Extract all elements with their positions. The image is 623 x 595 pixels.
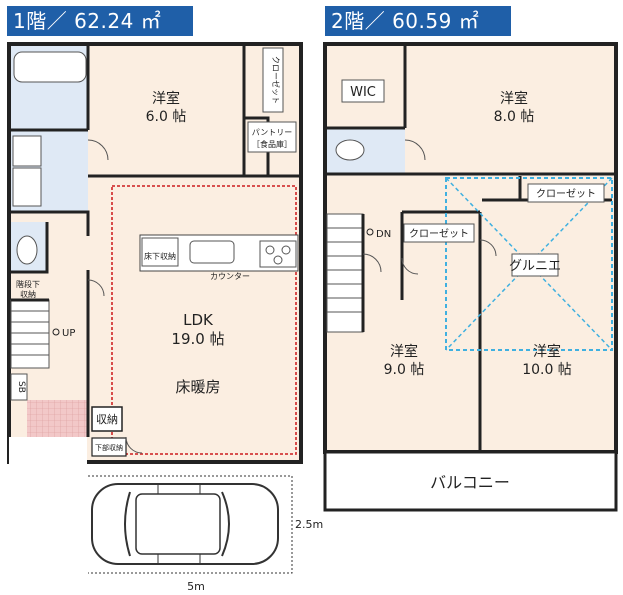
floor2-closet-1-box <box>403 223 475 243</box>
floor2-closet-2-label: クローゼット <box>536 188 596 200</box>
floor2-closet-2-box <box>527 183 605 203</box>
floor2-closet-1-label: クローゼット <box>409 228 469 240</box>
floor1-closet-label: クローゼット <box>271 56 281 104</box>
entrance-porch <box>9 437 87 464</box>
pantry-box <box>247 121 297 153</box>
floor2-dn-label: DN <box>376 229 391 240</box>
parking-depth-label: 2.5m <box>295 518 323 531</box>
floor2-toilet <box>335 139 365 161</box>
floor2-western-room-1-size: 8.0 帖 <box>494 109 535 125</box>
floor1-western-room-size: 6.0 帖 <box>146 109 187 125</box>
floor-heating-border <box>111 185 297 455</box>
floor2-western-room-2-size: 9.0 帖 <box>384 362 425 378</box>
floor2-walls <box>327 44 616 452</box>
floor2-base <box>323 42 618 454</box>
floor1-underfloor-storage-label: 床下収納 <box>144 251 176 261</box>
shoe-box <box>10 373 28 401</box>
bathtub <box>13 51 87 83</box>
wic-box <box>341 79 385 103</box>
washing-machine <box>12 167 42 207</box>
grenier-area <box>445 177 613 351</box>
stairs-floor2 <box>326 213 364 333</box>
floor1-title: 1階／ 62.24 ㎡ <box>7 6 193 36</box>
floor2-western-room-3-size: 10.0 帖 <box>522 362 572 378</box>
toilet <box>16 235 38 265</box>
car-icon <box>91 483 279 565</box>
parking-area <box>88 475 293 574</box>
floor1-storage-label: 収納 <box>96 413 118 426</box>
floor1-counter-label: カウンター <box>210 272 250 281</box>
floor1-stair-storage-label-2: 収納 <box>20 289 36 299</box>
floor1-ldk-size: 19.0 帖 <box>171 330 224 348</box>
floor1-up-label: UP <box>62 328 75 339</box>
floor2-balcony-label: バルコニー <box>430 473 510 492</box>
sink <box>189 240 235 264</box>
floor2-western-room-1-name: 洋室 <box>500 90 528 107</box>
floor1-lower-storage-label: 下部収納 <box>95 443 123 452</box>
floor1-ldk-name: LDK <box>183 311 214 329</box>
floor1-walls <box>11 44 301 437</box>
stairs-floor1 <box>10 299 50 369</box>
floor2-western-room-2-name: 洋室 <box>390 343 418 360</box>
floor2-wic-label: WIC <box>350 85 376 100</box>
dn-marker <box>366 228 374 236</box>
floor1-doors <box>87 139 143 454</box>
genkan-tile <box>27 400 87 437</box>
closet-vertical-box <box>262 47 284 113</box>
floor2-doors <box>362 139 497 275</box>
floor2-western-room-3-name: 洋室 <box>533 343 561 360</box>
floor1-plan <box>7 42 303 464</box>
washstand <box>12 135 42 167</box>
underfloor-storage-box <box>141 237 179 267</box>
floor1-pantry-label-2: ［食品庫］ <box>252 139 292 149</box>
floor2-title: 2階／ 60.59 ㎡ <box>325 6 511 36</box>
balcony <box>323 450 618 512</box>
floor1-pantry-label: パントリー <box>252 128 292 137</box>
floor1-sb-label: SB <box>16 381 26 393</box>
floor1-stair-storage-label: 階段下 <box>16 279 40 289</box>
storage-box <box>91 406 123 432</box>
grenier-label-box <box>511 253 559 277</box>
parking-width-label: 5m <box>187 580 205 593</box>
floor2-plan <box>323 42 618 512</box>
lower-storage-box <box>91 437 127 457</box>
floor2-grenier-label: グルニエ <box>509 259 561 274</box>
floor1-floor-heating-label: 床暖房 <box>175 378 220 396</box>
floor1-western-room-name: 洋室 <box>152 90 180 107</box>
up-marker <box>52 328 60 336</box>
